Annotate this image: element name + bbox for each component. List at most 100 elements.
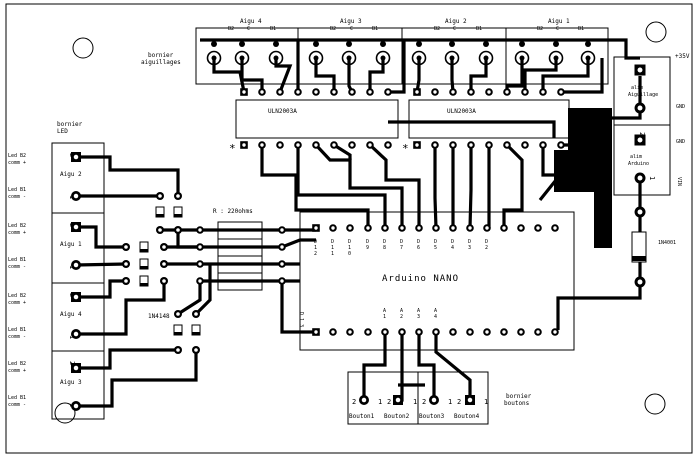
trace [314, 58, 336, 92]
trace [314, 143, 404, 228]
uln2003a-chip [235, 99, 570, 139]
pad-hole [637, 209, 643, 215]
pad-hole [536, 330, 540, 334]
trace [388, 40, 406, 94]
pad-hole [383, 226, 387, 230]
screw-pad-dot [380, 41, 386, 47]
arduino-top-pin-label: D [383, 239, 386, 245]
pad-hole [176, 228, 180, 232]
trace [76, 279, 126, 299]
arduino-top-pin-label: D [468, 239, 471, 245]
pad-hole [415, 143, 419, 147]
pad-hole [73, 331, 79, 337]
pad-hole [278, 143, 282, 147]
arduino-top-pin-label: 6 [417, 245, 420, 251]
button-label: Bouton2 [384, 413, 410, 420]
small-diode-band [174, 332, 182, 335]
arduino-top-pin-label: D [485, 239, 488, 245]
trace [274, 58, 293, 93]
led-side-label: Led B1 [8, 187, 26, 193]
pad-hole [451, 226, 455, 230]
pad-hole [198, 228, 202, 232]
pad-hole [176, 312, 180, 316]
arduino-top-pin-label: D [314, 239, 317, 245]
arduino-top-pin-label: 8 [383, 245, 386, 251]
pad-hole [278, 90, 282, 94]
pad-hole [536, 226, 540, 230]
mounting-hole [644, 393, 666, 415]
button-pin-number: 2 [387, 398, 391, 406]
supply-aiguillage-label: alim [631, 85, 643, 91]
pad-hole [280, 245, 284, 249]
arduino-top-pin-label: 3 [468, 245, 471, 251]
arduino-name: Arduino NANO [382, 274, 459, 284]
button-label: Bouton3 [419, 413, 445, 420]
pad-hole [124, 262, 128, 266]
ic-label: ULN2003A [268, 108, 297, 115]
arduino-top-pin-label: 1 [331, 251, 334, 257]
trace [468, 145, 473, 229]
pad-hole [73, 193, 79, 199]
trace [600, 76, 642, 120]
led-side-label: comm - [8, 402, 26, 408]
mounting-hole [54, 402, 76, 424]
pad-hole [280, 279, 284, 283]
led-side-label: comm + [8, 368, 26, 374]
pad-hole [73, 365, 79, 371]
led-side-label: Led B1 [8, 257, 26, 263]
led-side-label: comm + [8, 160, 26, 166]
pad-hole [468, 330, 472, 334]
pad-hole [198, 245, 202, 249]
small-diode-band [140, 266, 148, 269]
pin-label: B1 [578, 26, 584, 32]
screw-pad-dot [416, 41, 422, 47]
pad-hole [366, 226, 370, 230]
pin-label: B1 [270, 26, 276, 32]
arduino-bottom-pin-label: 1 [383, 314, 386, 320]
arduino-bottom-pin-label: 2 [400, 314, 403, 320]
pad-hole [553, 226, 557, 230]
pad-hole [366, 330, 370, 334]
trace [368, 143, 421, 228]
trace [388, 120, 556, 138]
trace [260, 145, 370, 228]
pad-hole [467, 397, 473, 403]
board-outline [5, 3, 693, 454]
pad-hole [348, 226, 352, 230]
led-side-label: Led B2 [8, 223, 26, 229]
pad-hole [296, 90, 300, 94]
screw-pad-dot [211, 41, 217, 47]
led-side-label: Led B2 [8, 361, 26, 367]
pad-hole [541, 90, 545, 94]
arduino-top-pin-label: D [331, 239, 334, 245]
pad-hole [505, 143, 509, 147]
arduino-top-pin-label: 1 [331, 245, 334, 251]
pad-hole [505, 90, 509, 94]
trace [502, 143, 524, 228]
pad-hole [158, 228, 162, 232]
pin-label: B2 [330, 26, 336, 32]
arduino-top-pin-label: 0 [348, 251, 351, 257]
pad-hole [553, 330, 557, 334]
pad-hole [280, 262, 284, 266]
arduino-top-pin-label: D [366, 239, 369, 245]
arduino-top-pin-label: D [400, 239, 403, 245]
button-pin-number: 2 [422, 398, 426, 406]
supply-pin-number: 1 [648, 176, 656, 180]
trace [76, 225, 126, 249]
pad-hole [314, 90, 318, 94]
pad-hole [73, 262, 79, 268]
top-group-name: Aigu 1 [548, 18, 570, 25]
button-terminal-label: boutons [504, 400, 530, 407]
led-side-label: comm - [8, 334, 26, 340]
resistor-label: R : 220ohms [213, 208, 253, 215]
pad-hole [198, 262, 202, 266]
pad-hole [637, 105, 643, 111]
pin-label: C [247, 26, 250, 32]
pin-label: C [350, 26, 353, 32]
pad-hole [469, 143, 473, 147]
screw-pad-dot [585, 41, 591, 47]
supply-aiguillage-label: Aiguillage [628, 92, 658, 98]
vin-label: VIN [676, 177, 682, 186]
